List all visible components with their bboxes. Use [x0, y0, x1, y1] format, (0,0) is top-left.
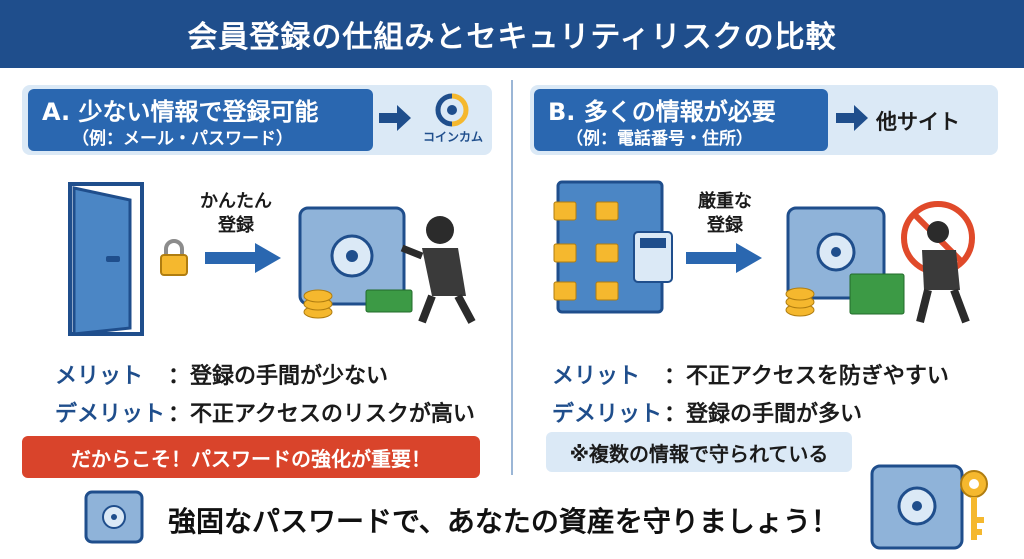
arrow-right-icon	[686, 243, 762, 273]
panel-b-subheading: （例：電話番号・住所）	[566, 129, 753, 149]
password-callout: だからこそ！パスワードの強化が重要！	[22, 436, 480, 478]
merit-label-b: メリット	[552, 364, 641, 389]
panel-a-subheading: （例：メール・パスワード）	[72, 129, 293, 149]
demerit-label-b: デメリット	[552, 402, 663, 427]
demerit-text-a: ：不正アクセスのリスクが高い	[168, 402, 475, 427]
demerit-label-a: デメリット	[55, 402, 166, 427]
easy-register-label: かんたん 登録	[196, 190, 276, 238]
panel-b-heading: B. 多くの情報が必要	[548, 98, 776, 126]
multi-info-note: ※複数の情報で守られている	[546, 432, 852, 472]
panel-a-label-box	[28, 89, 373, 151]
small-safe-icon	[84, 490, 144, 544]
locked-door-icon	[553, 180, 673, 314]
coincome-logo-icon	[435, 93, 469, 127]
merit-text-a: ：登録の手間が少ない	[168, 364, 389, 389]
safe-with-blocked-thief-illustration	[785, 201, 975, 324]
title-bar	[0, 0, 1024, 68]
open-door-icon	[68, 182, 144, 336]
footer-message: 強固なパスワードで、あなたの資産を守りましょう！	[168, 505, 839, 538]
page-title: 会員登録の仕組みとセキュリティリスクの比較	[187, 20, 837, 55]
safe-with-thief-illustration	[298, 206, 476, 324]
arrow-right-icon	[836, 105, 868, 131]
safe-key-icon	[870, 464, 988, 550]
other-site-label: 他サイト	[876, 110, 960, 134]
merit-label-a: メリット	[55, 364, 144, 389]
strict-register-text: 厳重な 登録	[698, 191, 752, 236]
demerit-text-b: ：登録の手間が多い	[664, 402, 863, 427]
easy-register-text: かんたん 登録	[200, 191, 272, 236]
column-divider	[511, 80, 513, 475]
padlock-icon	[160, 239, 188, 276]
panel-a-heading: A. 少ない情報で登録可能	[42, 98, 319, 126]
merit-text-b: ：不正アクセスを防ぎやすい	[664, 364, 949, 389]
coincome-logo-text: コインカム	[422, 130, 483, 144]
panel-b-label-box	[534, 89, 828, 151]
coincome-logo-box	[416, 88, 490, 152]
strict-register-label: 厳重な 登録	[690, 190, 760, 238]
arrow-right-icon	[205, 243, 281, 273]
arrow-right-icon	[379, 105, 411, 131]
